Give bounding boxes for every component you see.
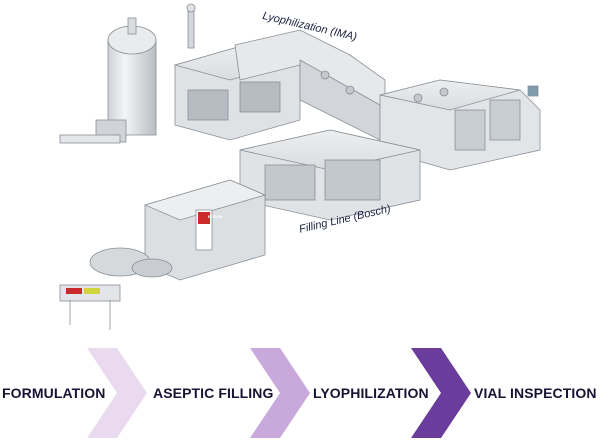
- storage-tank: [59, 17, 157, 144]
- lyophilization-unit: [59, 3, 541, 171]
- equipment-illustration: [59, 3, 541, 330]
- chevron-arrow-icon: [411, 348, 471, 438]
- chevron-shape: [411, 348, 471, 438]
- chevron-arrow-icon: [87, 348, 147, 438]
- chevron-arrow-icon: [250, 348, 310, 438]
- filling-line: [59, 129, 421, 330]
- chevron-shape: [87, 348, 147, 438]
- step-vial-inspection: VIAL INSPECTION: [474, 385, 597, 401]
- process-flow: [0, 340, 600, 443]
- step-aseptic-filling: ASEPTIC FILLING: [153, 385, 274, 401]
- bosch-brand-label: BOSCH: [208, 214, 223, 219]
- step-lyophilization: LYOPHILIZATION: [313, 385, 429, 401]
- chevron-shape: [250, 348, 310, 438]
- step-formulation: FORMULATION: [2, 385, 106, 401]
